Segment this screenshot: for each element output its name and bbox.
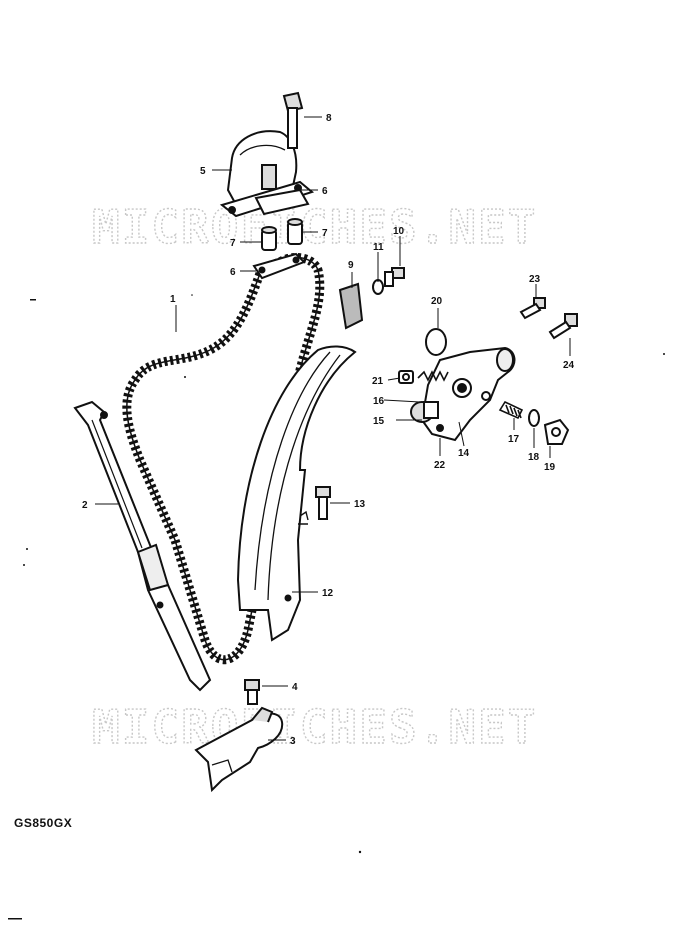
callout-5: 5 <box>200 166 206 177</box>
callout-1: 1 <box>170 294 176 305</box>
callout-10: 10 <box>393 226 405 237</box>
callout-17: 17 <box>508 434 520 445</box>
plunger-17 <box>498 400 524 420</box>
bolt-10 <box>384 267 405 287</box>
top-guide-bracket <box>254 188 310 216</box>
lower-bracket <box>252 252 306 280</box>
callout-4: 4 <box>292 682 298 693</box>
callout-7-right: 7 <box>322 228 328 239</box>
callout-6-upper: 6 <box>322 186 328 197</box>
tensioner-body <box>420 346 516 442</box>
washer-18 <box>528 409 540 427</box>
bolt-4 <box>244 679 260 705</box>
front-chain-guide <box>236 345 357 642</box>
callout-12: 12 <box>322 588 334 599</box>
cap-nut-19 <box>543 418 570 445</box>
bolt-23 <box>519 297 546 320</box>
callout-6-lower: 6 <box>230 267 236 278</box>
callout-19: 19 <box>544 462 556 473</box>
adjuster-knob-15 <box>410 401 439 423</box>
watermark-top: MICROFICHES.NET <box>92 200 537 254</box>
bolt-24 <box>548 313 578 340</box>
callout-13: 13 <box>354 499 366 510</box>
callout-3: 3 <box>290 736 296 747</box>
guide-bracket-3 <box>194 706 284 793</box>
callout-15: 15 <box>373 416 385 427</box>
top-guide-bolt <box>282 91 304 149</box>
callout-11: 11 <box>373 242 384 253</box>
callout-8: 8 <box>326 113 332 124</box>
callout-9: 9 <box>348 260 354 271</box>
callout-14: 14 <box>458 448 470 459</box>
callout-2: 2 <box>82 500 88 511</box>
washer-11 <box>372 279 384 295</box>
callouts: 1 2 3 4 5 6 7 7 6 8 9 10 11 12 13 14 15 … <box>82 113 575 747</box>
leader-lines <box>95 116 571 741</box>
callout-16: 16 <box>373 396 385 407</box>
callout-20: 20 <box>431 296 443 307</box>
callout-22: 22 <box>434 460 446 471</box>
spacer-collars <box>261 218 303 251</box>
callout-23: 23 <box>529 274 541 285</box>
chain-guide-piece <box>338 282 364 330</box>
callout-21: 21 <box>372 376 384 387</box>
cam-chain <box>122 253 325 665</box>
callout-7-left: 7 <box>230 238 236 249</box>
watermark-bottom: MICROFICHES.NET <box>92 700 537 754</box>
callout-18: 18 <box>528 452 540 463</box>
callout-24: 24 <box>563 360 575 371</box>
nut-21 <box>398 370 414 384</box>
scan-marks <box>8 294 665 920</box>
rear-chain-guide <box>73 400 212 692</box>
model-label: GS850GX <box>14 816 73 830</box>
spring-16 <box>417 370 449 382</box>
bolt-13 <box>298 486 331 525</box>
o-ring-20 <box>425 328 447 356</box>
